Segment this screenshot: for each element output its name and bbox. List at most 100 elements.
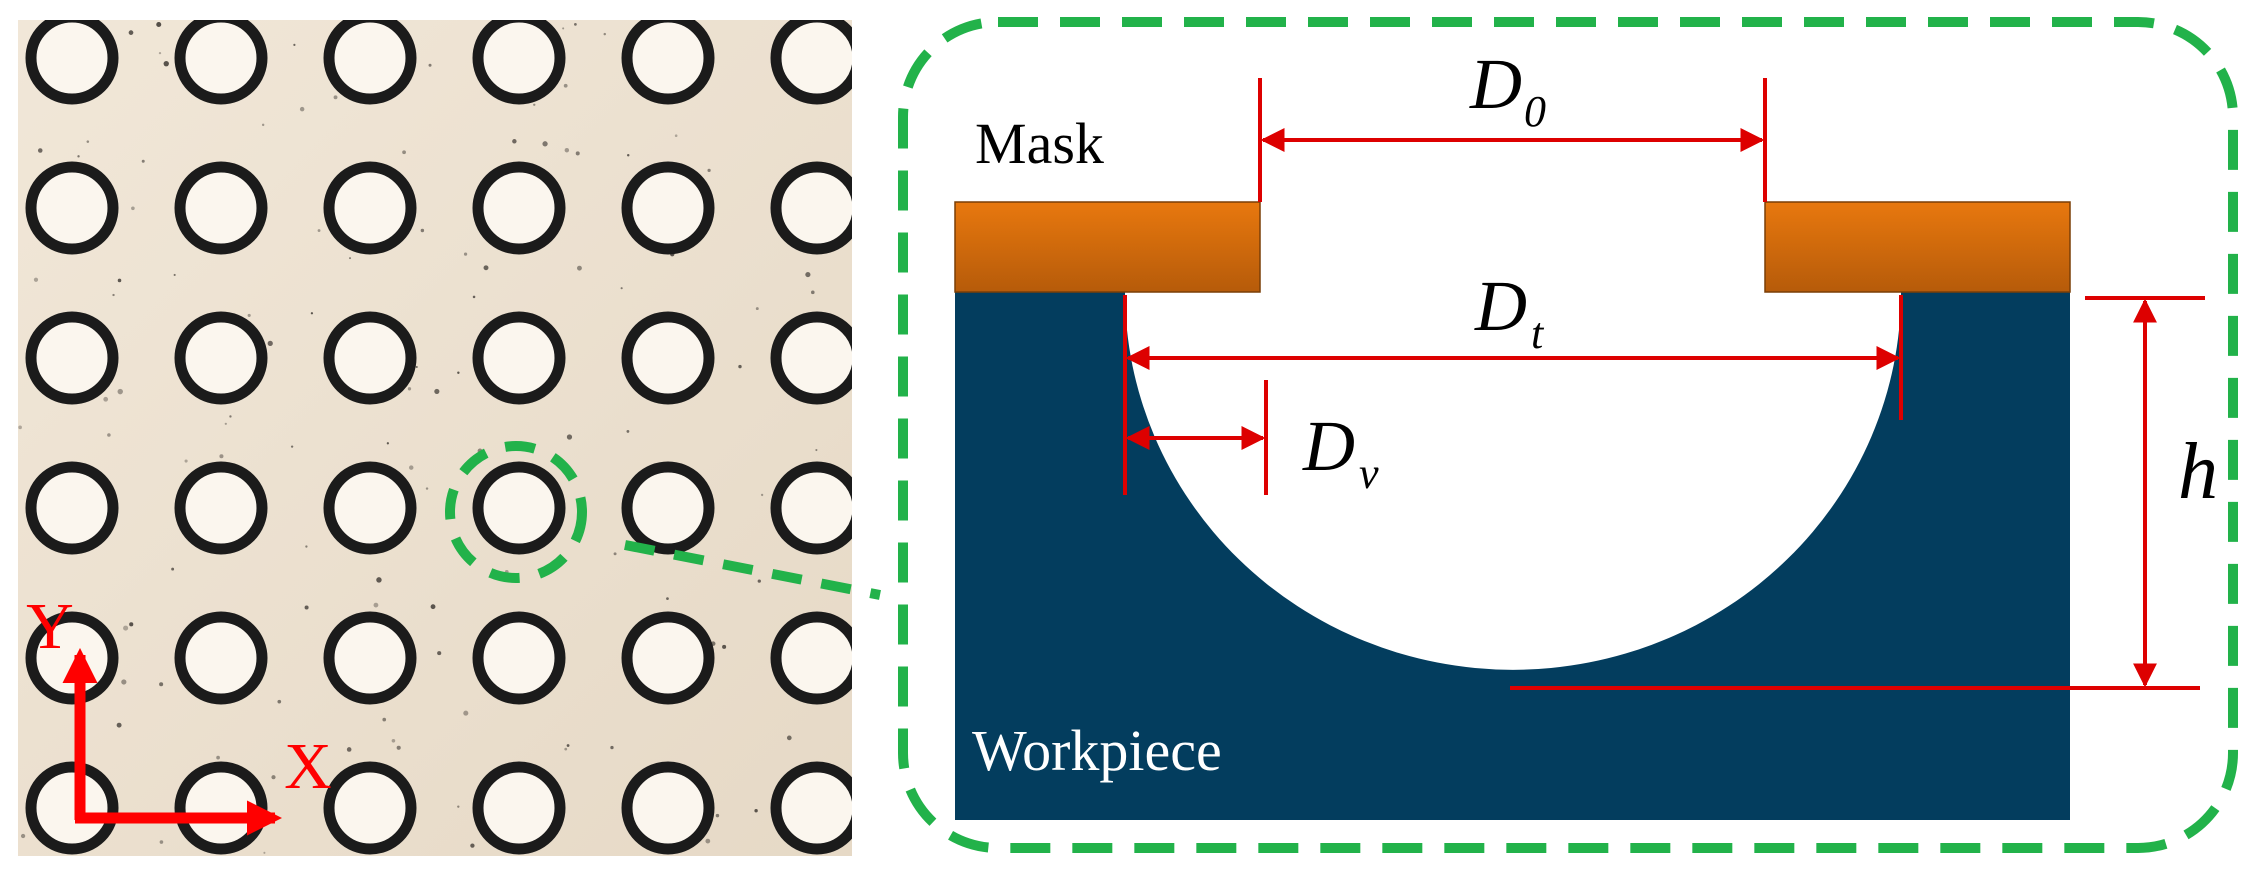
speck: [715, 813, 720, 818]
speck: [626, 430, 630, 433]
speck: [121, 679, 127, 685]
speck: [33, 277, 39, 282]
mask-right: [1764, 201, 2071, 293]
speck: [391, 738, 396, 743]
dimple: [621, 611, 715, 705]
speck: [117, 278, 122, 283]
speck: [261, 123, 265, 127]
speck: [156, 21, 162, 27]
speck: [754, 809, 758, 813]
speck: [512, 139, 517, 144]
speck: [216, 755, 220, 760]
speck: [409, 465, 414, 470]
callout-connector: [624, 540, 881, 600]
speck: [562, 27, 565, 30]
speck: [219, 454, 224, 459]
speck: [705, 838, 711, 844]
speck: [610, 745, 614, 750]
speck: [722, 644, 727, 649]
speck: [163, 60, 169, 67]
dimple: [25, 461, 119, 555]
dimple: [472, 20, 566, 105]
speck: [396, 745, 401, 750]
dimple: [174, 20, 268, 105]
speck: [123, 625, 129, 631]
speck: [415, 365, 418, 369]
speck: [563, 83, 568, 88]
h-label: h: [2178, 428, 2218, 516]
speck: [786, 735, 792, 741]
speck: [457, 371, 460, 374]
speck: [103, 396, 109, 402]
dimple: [174, 161, 268, 255]
speck: [760, 493, 764, 497]
speck: [346, 747, 352, 752]
speck: [18, 425, 22, 430]
dimple: [621, 161, 715, 255]
d0-label-sub: 0: [1524, 87, 1546, 136]
speck: [463, 252, 468, 256]
dimple: [25, 761, 119, 855]
dimple: [174, 461, 268, 555]
speck: [333, 95, 338, 100]
speck: [434, 388, 440, 394]
speck: [382, 717, 387, 722]
speck: [533, 103, 536, 106]
callout-circle: [445, 441, 587, 583]
speck: [626, 154, 630, 157]
dv-label-sub: v: [1359, 449, 1379, 498]
speck: [247, 313, 251, 317]
dimple: [25, 311, 119, 405]
speck: [437, 651, 442, 656]
speck: [37, 148, 43, 153]
speck: [620, 287, 623, 290]
speck: [277, 699, 282, 704]
speck: [603, 32, 606, 36]
speck: [674, 134, 678, 137]
dt-label: Dt: [1474, 266, 1545, 358]
speck: [267, 340, 273, 347]
speck: [755, 307, 759, 311]
speck: [159, 840, 164, 844]
dimple: [770, 461, 852, 555]
speck: [574, 23, 577, 26]
speck: [483, 265, 489, 271]
speck: [420, 228, 425, 233]
speck: [428, 63, 432, 67]
speck: [184, 459, 188, 463]
speck: [707, 168, 711, 173]
speck: [20, 833, 26, 839]
callout-frame: [898, 17, 2238, 853]
speck: [757, 579, 761, 583]
speck: [349, 257, 352, 260]
speck: [317, 229, 321, 232]
workpiece-label: Workpiece: [972, 718, 1222, 783]
speck: [263, 851, 266, 854]
speck: [566, 434, 573, 440]
dimple: [770, 311, 852, 405]
speck: [472, 295, 476, 299]
mask-label: Mask: [975, 111, 1104, 176]
micrograph-background: [18, 20, 852, 856]
speck: [402, 150, 406, 155]
dimple: [323, 161, 417, 255]
y-axis-label: Y: [26, 590, 74, 663]
dimple: [621, 311, 715, 405]
speck: [310, 312, 314, 315]
dimple: [621, 461, 715, 555]
dv-label: Dv: [1302, 406, 1379, 498]
dimension-d0: D0: [1258, 44, 1767, 202]
speck: [566, 744, 570, 747]
d0-label-main: D: [1469, 44, 1522, 124]
speck: [271, 775, 276, 780]
dimple: [472, 761, 566, 855]
speck: [224, 422, 227, 425]
speck: [159, 682, 164, 687]
speck: [107, 433, 111, 437]
speck: [577, 265, 582, 271]
dimple: [770, 20, 852, 105]
speck: [293, 43, 296, 46]
dt-label-sub: t: [1531, 309, 1545, 358]
speck: [116, 722, 122, 728]
